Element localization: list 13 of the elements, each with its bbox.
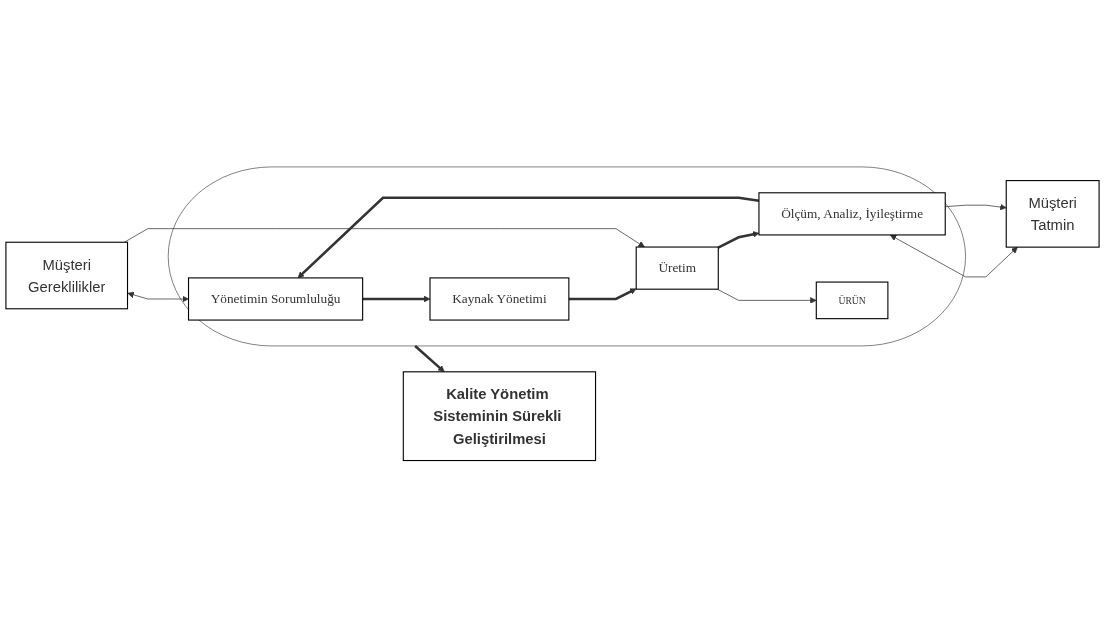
node-box: Kaynak Yönetimi [429,277,570,321]
arrow [568,288,637,301]
node-box: Üretim [635,246,719,290]
node-box: Kalite Yönetim Sisteminin Sürekli Geliştirilmesi [402,371,597,462]
arrow [717,231,760,249]
arrow [297,196,760,279]
node-box: Müşteri Gereklilikler [5,241,129,310]
arrow [362,296,431,303]
node-box: Müşteri Tatmin [1005,180,1100,248]
node-box: Ölçüm, Analiz, İyileştirme [758,192,946,236]
node-box: ÜRÜN [815,281,889,320]
arrow [414,345,445,373]
node-box: Yönetimin Sorumluluğu [187,277,364,321]
